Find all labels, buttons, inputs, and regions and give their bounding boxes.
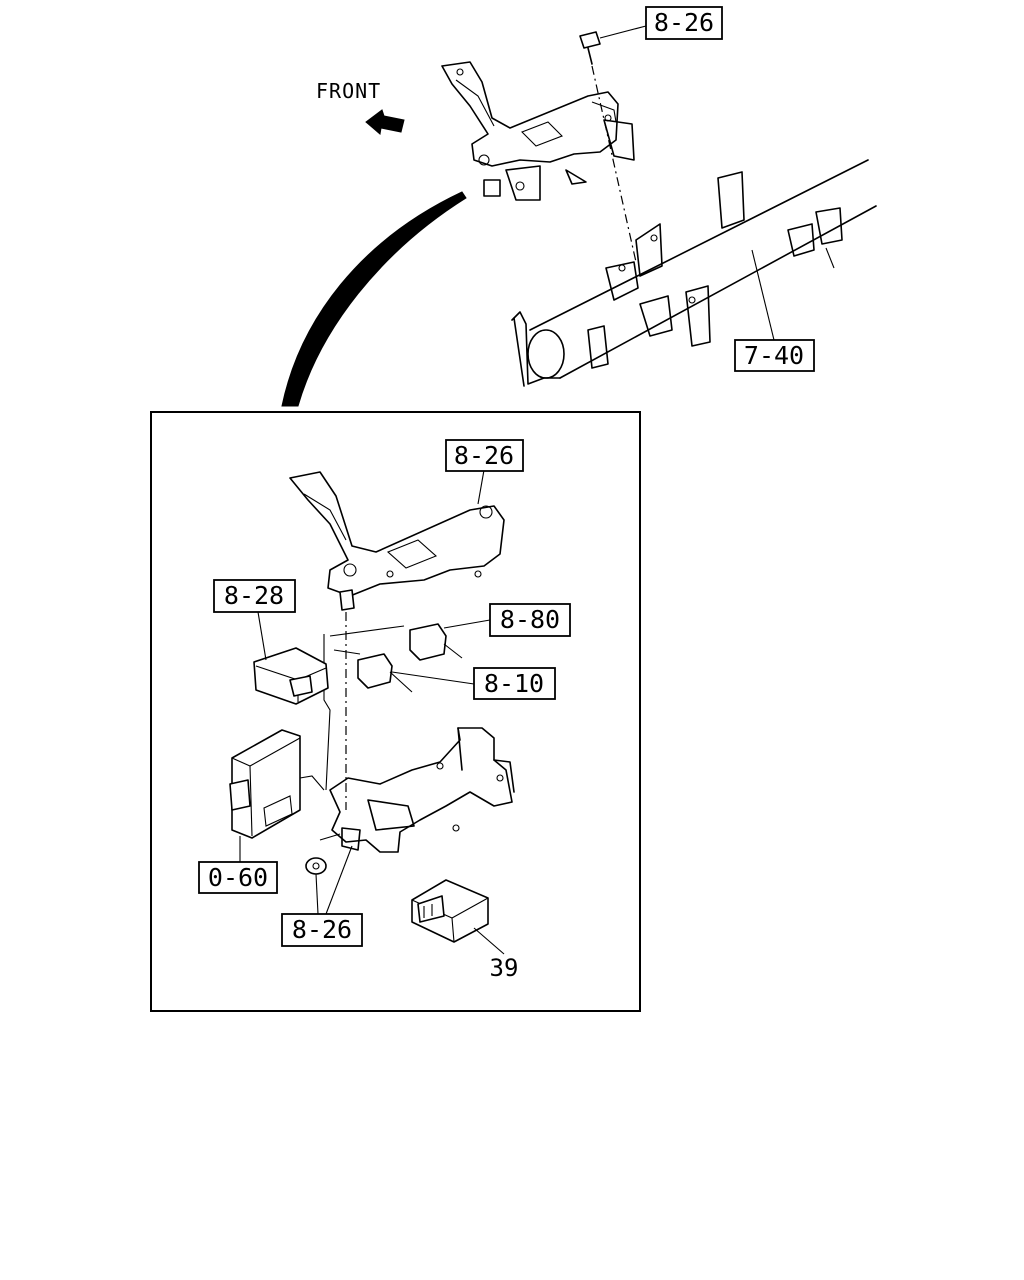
- control-unit-drawing: [229, 729, 301, 864]
- callout-module-a: 8-28: [213, 579, 296, 613]
- callout-beam: 7-40: [734, 339, 815, 372]
- callout-relay-text: 39: [490, 954, 519, 982]
- callout-top-bolt: 8-26: [645, 6, 723, 40]
- callout-nut-clip: 8-26: [281, 913, 363, 947]
- inset-wiring-drawing: [253, 589, 463, 810]
- callout-inset-bracket-text: 8-26: [454, 441, 514, 470]
- callout-control-unit: 0-60: [198, 861, 278, 894]
- lower-bracket-drawing: [319, 727, 515, 853]
- relay-drawing: [411, 879, 489, 943]
- callout-connector-a: 8-80: [489, 603, 571, 637]
- cross-beam-drawing: [511, 159, 877, 387]
- inset-bracket-drawing: [289, 471, 505, 597]
- callout-top-bolt-text: 8-26: [654, 8, 714, 37]
- upper-bracket-drawing: [441, 61, 635, 201]
- callout-module-a-text: 8-28: [224, 581, 284, 610]
- callout-control-unit-text: 0-60: [208, 863, 268, 892]
- callout-connector-b-text: 8-10: [484, 669, 544, 698]
- callout-connector-b: 8-10: [473, 667, 556, 700]
- callout-connector-a-text: 8-80: [500, 605, 560, 634]
- callout-beam-text: 7-40: [744, 341, 804, 370]
- front-label: FRONT: [316, 79, 381, 103]
- callout-inset-bracket: 8-26: [445, 439, 524, 472]
- top-bolt: [579, 25, 647, 263]
- nut-drawing: [305, 857, 327, 875]
- front-arrow-icon: [365, 109, 405, 135]
- detail-inset-frame: [150, 411, 641, 1012]
- detail-link-arc: [281, 191, 467, 407]
- callout-relay: 39: [490, 954, 519, 982]
- leader-lines: [257, 249, 775, 955]
- callout-nut-clip-text: 8-26: [292, 915, 352, 944]
- front-indicator: FRONT: [316, 79, 405, 135]
